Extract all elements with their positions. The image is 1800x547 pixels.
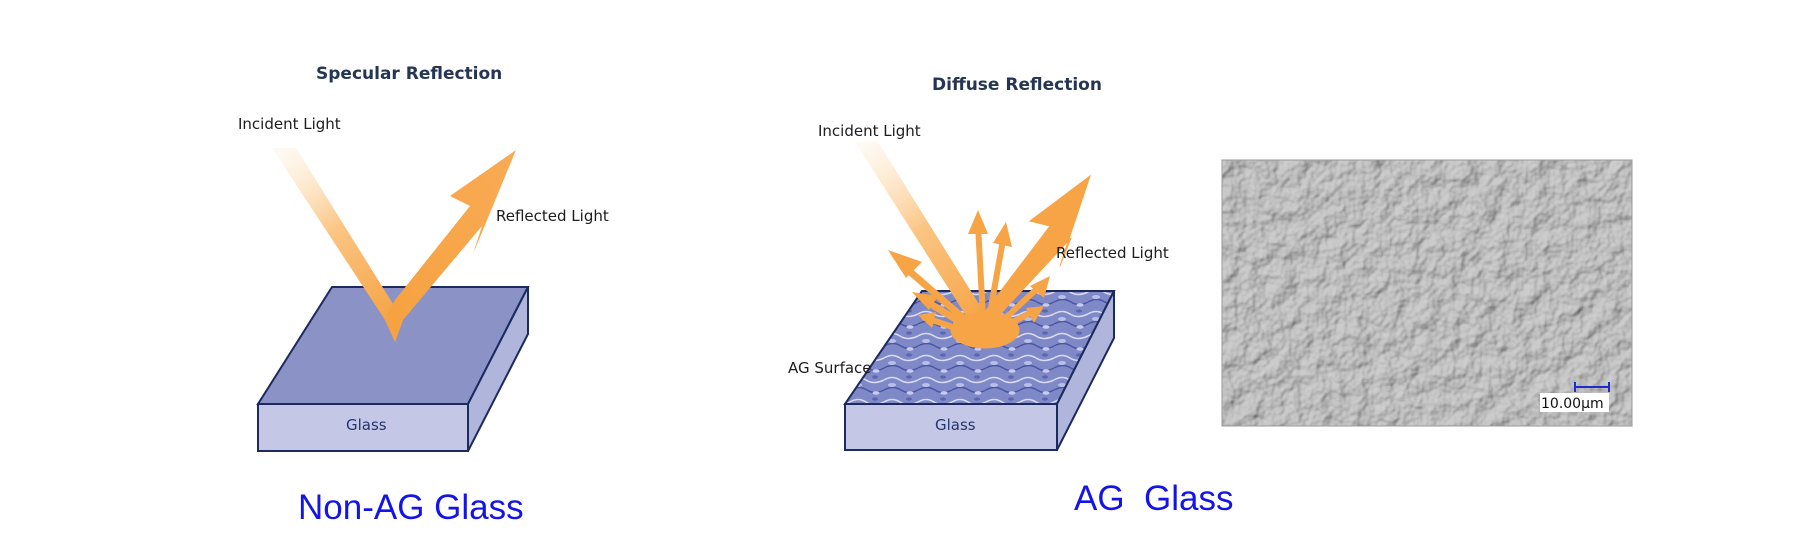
ag-glass-caption: AG Glass bbox=[1074, 479, 1233, 518]
reflected-light-label-left: Reflected Light bbox=[496, 207, 609, 225]
scale-bar-label: 10.00μm bbox=[1541, 396, 1604, 412]
ag-surface-micrograph: 10.00μm bbox=[1221, 159, 1633, 427]
glass-label-left: Glass bbox=[346, 416, 387, 434]
glass-side-face bbox=[467, 286, 529, 452]
diffuse-reflection-diagram: Diffuse Reflection Glass bbox=[788, 75, 1233, 518]
scattered-light-rays bbox=[888, 174, 1091, 349]
incident-light-label-right: Incident Light bbox=[818, 122, 921, 140]
scale-bar: 10.00μm bbox=[1540, 382, 1610, 412]
specular-reflection-diagram: Specular Reflection Glass Incident Light… bbox=[238, 64, 609, 527]
specular-reflection-title: Specular Reflection bbox=[316, 64, 502, 84]
glass-side-face bbox=[1056, 290, 1115, 451]
micrograph-texture bbox=[1222, 160, 1632, 426]
incident-light-beam-right bbox=[855, 142, 992, 346]
incident-light-beam-left bbox=[272, 148, 403, 342]
glass-label-right: Glass bbox=[935, 416, 976, 434]
incident-light-label-left: Incident Light bbox=[238, 115, 341, 133]
ag-surface-label: AG Surface bbox=[788, 359, 872, 377]
glass-slab-left: Glass bbox=[256, 286, 530, 452]
reflected-light-arrow-left bbox=[385, 150, 516, 342]
reflected-light-label-right: Reflected Light bbox=[1056, 244, 1169, 262]
diffuse-reflection-title: Diffuse Reflection bbox=[932, 75, 1102, 95]
non-ag-glass-caption: Non-AG Glass bbox=[298, 488, 524, 527]
